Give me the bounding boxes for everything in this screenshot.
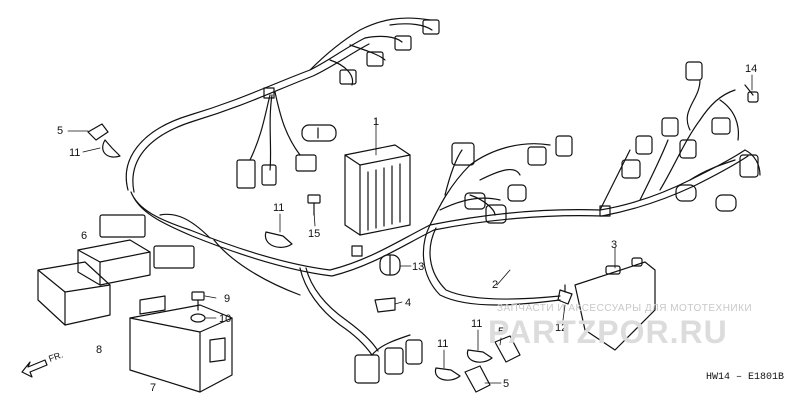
callout-11-left: 11 (69, 147, 80, 159)
leader-lines (67, 74, 753, 384)
regulator-rectifier (344, 144, 411, 236)
callout-5-right: 5 (498, 326, 504, 338)
callout-10: 10 (219, 313, 231, 325)
watermark-logo: PARTZPOR.RU (488, 314, 728, 350)
wire-clamp-11-center (264, 231, 293, 248)
callout-6: 6 (81, 230, 87, 242)
wire-clamp-11-left (102, 139, 121, 158)
callout-11-center: 11 (273, 202, 284, 214)
callout-8: 8 (96, 344, 102, 356)
front-arrow-icon (21, 359, 48, 378)
connector-13 (379, 254, 401, 276)
harness-bracket-plate (574, 257, 656, 351)
ecu-case (37, 261, 111, 326)
callout-12: 12 (555, 322, 567, 334)
callout-13: 13 (412, 261, 424, 273)
callout-2: 2 (492, 279, 498, 291)
callout-11-bottom: 11 (437, 338, 448, 350)
ecu-unit (77, 239, 151, 286)
bolt-9 (191, 291, 205, 311)
callout-3: 3 (611, 239, 617, 251)
ecu-connector-b (153, 245, 195, 269)
ecu-connector-a (99, 214, 146, 238)
upper-harness-branch (236, 17, 440, 189)
harness-clip-a (351, 245, 363, 257)
ecu-bracket (129, 295, 233, 393)
rubber-pad-5-right (494, 335, 521, 363)
rubber-pad-5-bottom (464, 365, 491, 393)
callout-11-right: 11 (471, 318, 482, 330)
callout-5-bottom: 5 (503, 378, 509, 390)
wire-clamp-11-bottom (434, 367, 461, 381)
right-harness-branches (429, 61, 761, 226)
rubber-pad-5-left (87, 123, 109, 141)
callout-5-left: 5 (57, 125, 63, 137)
washer-10 (190, 313, 206, 323)
callout-14: 14 (745, 63, 757, 75)
callout-7: 7 (150, 382, 156, 394)
main-wire-harness (125, 37, 749, 356)
front-label: FR. (47, 350, 64, 364)
harness-clip-c (263, 87, 275, 99)
callout-9: 9 (224, 293, 230, 305)
wire-clamp-11-right (466, 349, 493, 363)
diagram-code: HW14 – E1801B (706, 372, 785, 383)
harness-clip-b (599, 205, 611, 217)
callout-4: 4 (405, 297, 411, 309)
wire-band-4 (374, 297, 396, 313)
callout-1: 1 (373, 116, 379, 128)
wire-clip-12 (557, 284, 573, 305)
lower-connectors (354, 334, 423, 384)
watermark-tagline: ЗАПЧАСТИ И АКСЕССУАРЫ ДЛЯ МОТОТЕХНИКИ (497, 303, 753, 314)
callout-15: 15 (308, 228, 320, 240)
